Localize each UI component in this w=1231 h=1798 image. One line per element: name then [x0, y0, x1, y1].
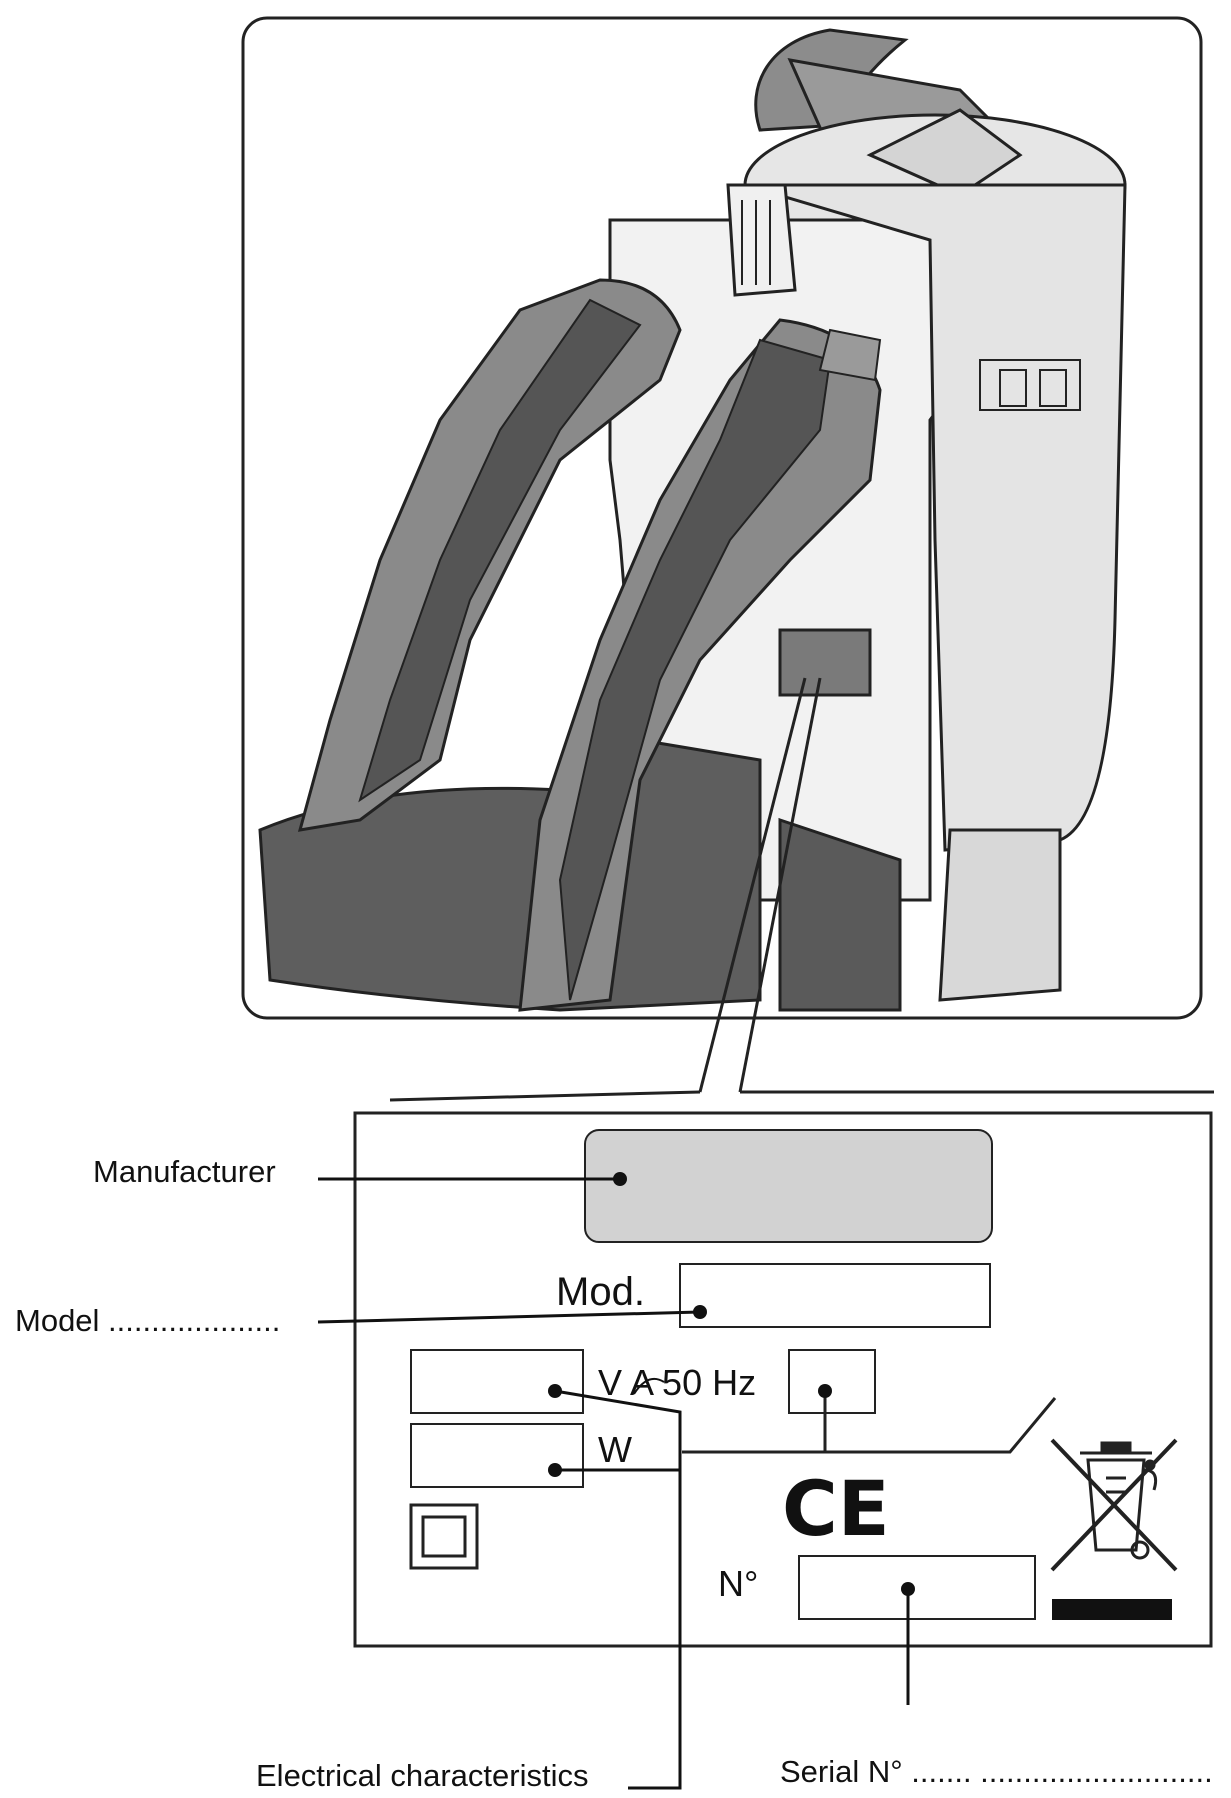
frequency-box: [788, 1349, 876, 1414]
model-box: [679, 1263, 991, 1328]
callout-manufacturer: Manufacturer: [93, 1154, 276, 1189]
power-box: [410, 1423, 584, 1488]
leader-lines: [317, 1177, 910, 1790]
plate-mod-label: Mod.: [556, 1270, 645, 1314]
illustration-frame: [241, 16, 1203, 1020]
zoom-lines: [389, 677, 1214, 1102]
manufacturer-box: [584, 1129, 993, 1243]
callout-electrical: Electrical characteristics: [256, 1758, 588, 1793]
plate-serial-label: N°: [718, 1563, 758, 1604]
vacuum-backpack-illustration: [243, 18, 1201, 1018]
ce-mark-icon: CE: [782, 1464, 890, 1553]
plate-voltage-label: V A 50 Hz: [598, 1362, 756, 1403]
leader-dots: [548, 1172, 915, 1596]
callout-model: Model ....................: [15, 1303, 280, 1338]
callout-serial: Serial N° ....... ......................…: [780, 1754, 1213, 1789]
weee-bar: [1052, 1599, 1172, 1620]
rating-plate: Mod. V A 50 Hz W CE: [353, 1111, 1213, 1648]
plate-power-label: W: [598, 1429, 632, 1470]
crossed-out-bin-icon: [1050, 1438, 1178, 1572]
voltage-box: [410, 1349, 584, 1414]
serial-box: [798, 1555, 1036, 1620]
double-insulation-icon: [409, 1503, 479, 1570]
